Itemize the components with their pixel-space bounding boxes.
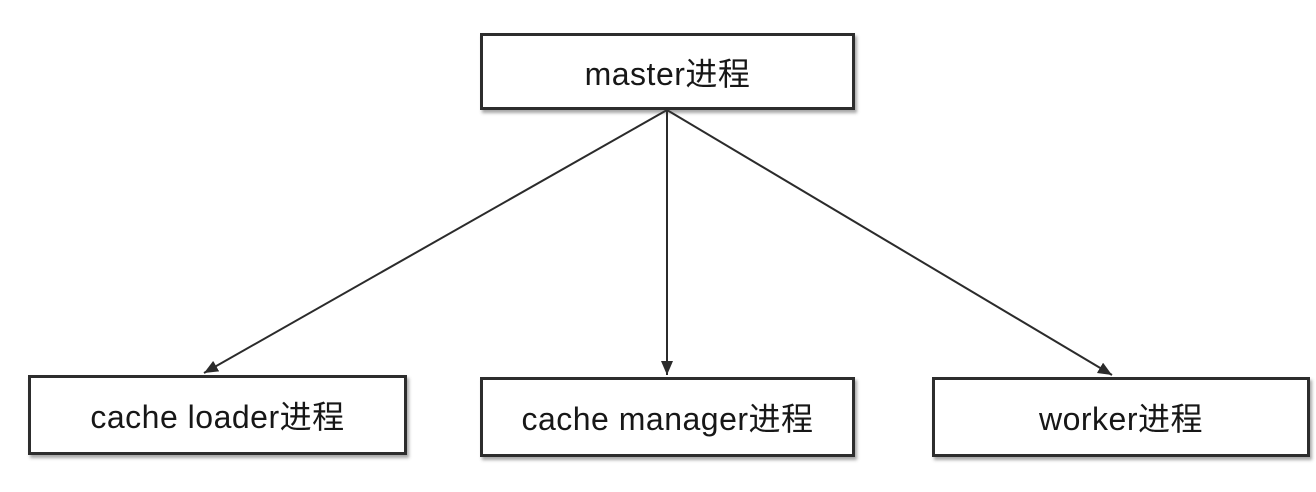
node-cache-loader-process: cache loader进程: [28, 375, 407, 455]
node-master-process: master进程: [480, 33, 855, 110]
node-worker-process: worker进程: [932, 377, 1310, 457]
node-cache-manager-process: cache manager进程: [480, 377, 855, 457]
